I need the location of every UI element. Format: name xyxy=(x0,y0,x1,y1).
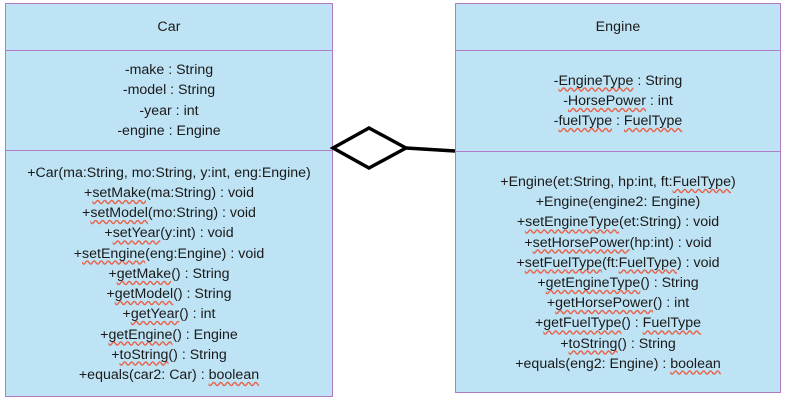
attributes-compartment-engine: -EngineType : String -HorsePower : int -… xyxy=(456,51,780,152)
methods-compartment-car: +Car(ma:String, mo:String, y:int, eng:En… xyxy=(6,151,332,396)
method-row: +equals(car2: Car) : boolean xyxy=(78,366,260,383)
method-row: +getMake() : String xyxy=(108,265,230,282)
method-row: +setEngine(eng:Engine) : void xyxy=(73,245,265,262)
method-row: +Engine(engine2: Engine) xyxy=(535,194,701,211)
method-row: +Car(ma:String, mo:String, y:int, eng:En… xyxy=(27,164,311,181)
class-name-engine: Engine xyxy=(595,18,641,35)
method-list-engine: +Engine(et:String, hp:int, ft:FuelType) … xyxy=(456,172,780,374)
attribute-list-engine: -EngineType : String -HorsePower : int -… xyxy=(456,71,780,132)
class-name-compartment-car: Car xyxy=(6,4,332,51)
attribute-row: -HorsePower : int xyxy=(563,92,673,109)
method-row: +setMake(ma:String) : void xyxy=(84,185,254,202)
methods-compartment-engine: +Engine(et:String, hp:int, ft:FuelType) … xyxy=(456,152,780,392)
method-row: +setEngineType(et:String) : void xyxy=(516,214,720,231)
method-row: +getEngine() : Engine xyxy=(100,326,238,343)
class-name-compartment-engine: Engine xyxy=(456,4,780,51)
class-name-car: Car xyxy=(157,18,181,35)
attribute-row: -make : String xyxy=(124,62,214,79)
uml-class-engine[interactable]: Engine -EngineType : String -HorsePower … xyxy=(455,3,781,393)
uml-class-car[interactable]: Car -make : String -model : String -year… xyxy=(5,3,333,397)
method-row: +equals(eng2: Engine) : boolean xyxy=(515,355,721,372)
method-row: +getModel() : String xyxy=(106,286,232,303)
attribute-row: -year : int xyxy=(139,102,199,119)
association-line xyxy=(405,146,456,153)
method-row: +toString() : String xyxy=(111,346,227,363)
method-row: +getHorsePower() : int xyxy=(546,295,690,312)
attribute-list-car: -make : String -model : String -year : i… xyxy=(6,60,332,141)
method-row: +setYear(y:int) : void xyxy=(104,225,234,242)
attribute-row: -EngineType : String xyxy=(553,72,683,89)
method-row: +getFuelType() : FuelType xyxy=(534,315,702,332)
method-list-car: +Car(ma:String, mo:String, y:int, eng:En… xyxy=(6,163,332,385)
method-row: +getEngineType() : String xyxy=(537,275,699,291)
aggregation-diamond-icon xyxy=(329,126,410,170)
method-row: +Engine(et:String, hp:int, ft:FuelType) xyxy=(500,173,736,190)
method-row: +setModel(mo:String) : void xyxy=(82,205,256,222)
attribute-row: -model : String xyxy=(122,82,216,99)
attribute-row: -fuelType : FuelType xyxy=(553,113,683,130)
method-row: +setHorsePower(hp:int) : void xyxy=(524,234,712,251)
method-row: +toString() : String xyxy=(560,335,676,352)
method-row: +getYear() : int xyxy=(122,306,216,323)
attribute-row: -engine : Engine xyxy=(117,122,221,139)
method-row: +setFuelType(ft:FuelType) : void xyxy=(516,254,720,271)
attributes-compartment-car: -make : String -model : String -year : i… xyxy=(6,51,332,151)
